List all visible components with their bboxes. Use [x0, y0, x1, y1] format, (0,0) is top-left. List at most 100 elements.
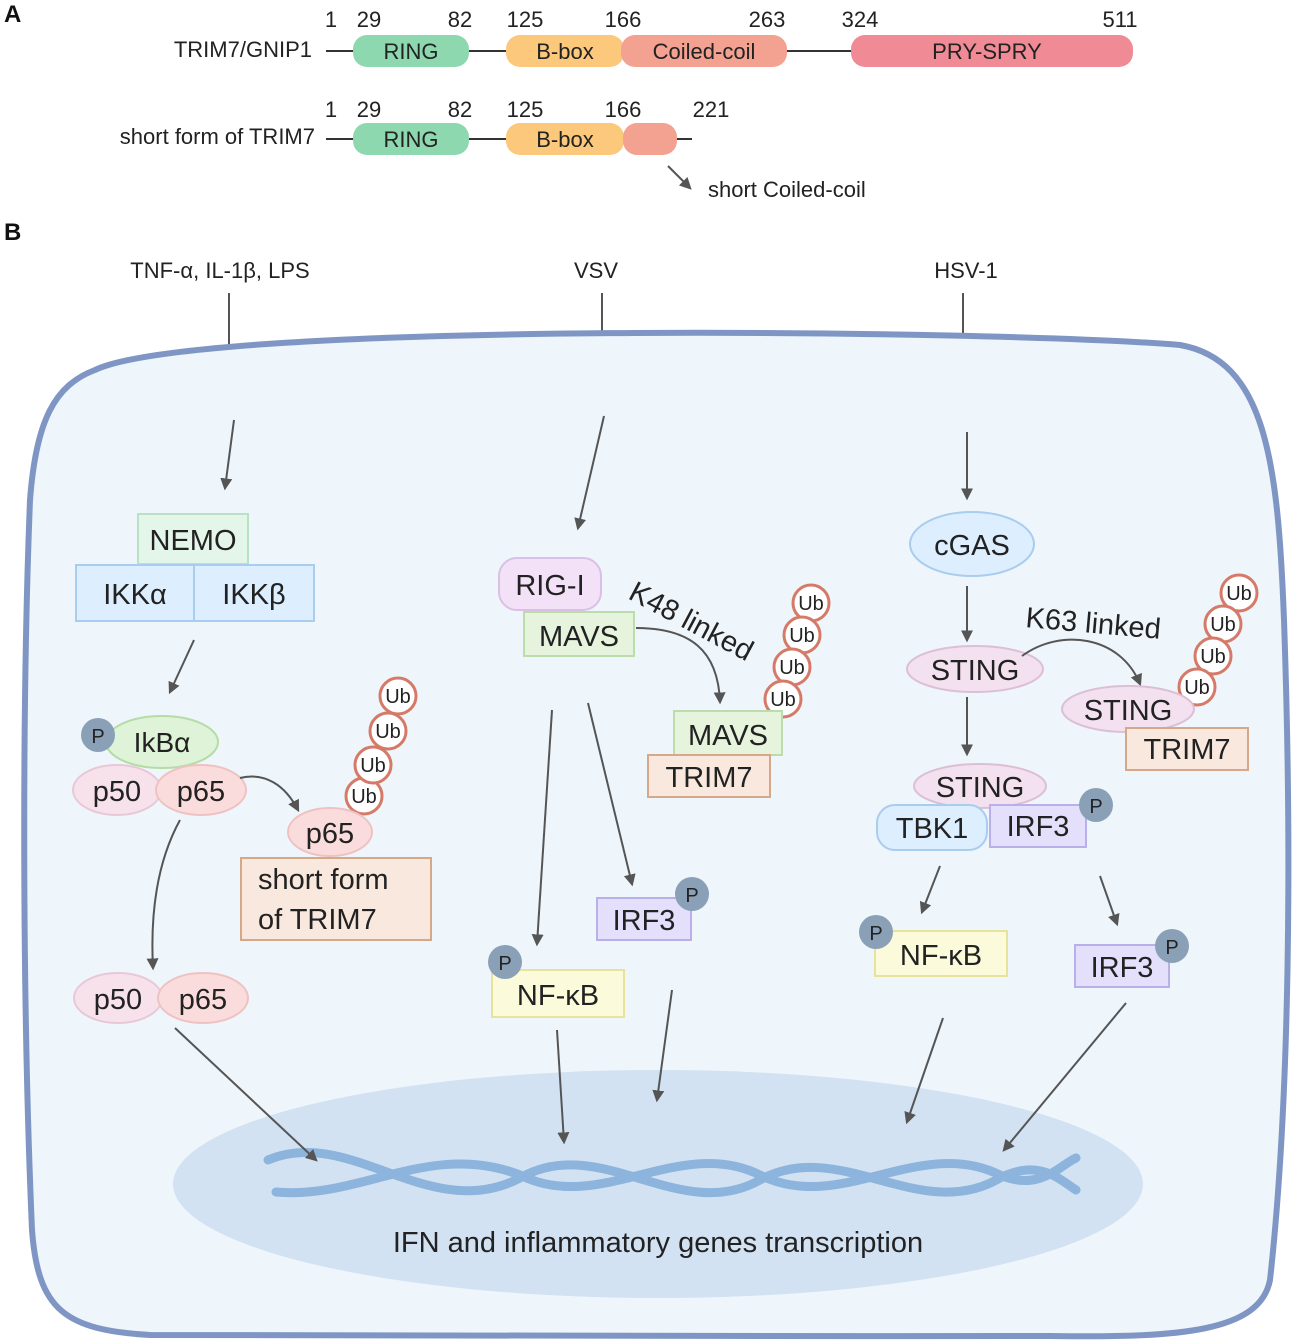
pos-324: 324 [842, 7, 879, 32]
ikkb-box [193, 564, 315, 622]
sting-oval [906, 645, 1044, 693]
trim7-right-box [1125, 727, 1249, 771]
full-protein-name: TRIM7/GNIP1 [174, 37, 312, 62]
nucleus-label: IFN and inflammatory genes transcription [393, 1227, 923, 1259]
irf3-complex-box [989, 804, 1087, 848]
nfkb-mid-phospho [488, 945, 522, 979]
p65-free-label: p65 [179, 984, 227, 1016]
panel-a-label: A [4, 1, 21, 28]
pos-125: 125 [507, 7, 544, 32]
ub-left-4-label: Ub [351, 786, 377, 808]
ub-chain-right-1 [1219, 573, 1259, 613]
ub-right-1-label: Ub [1226, 583, 1252, 605]
cgas-label: cGAS [934, 530, 1010, 562]
cgas-oval [909, 511, 1035, 577]
panel-b: B TNF-α, IL-1β, LPS VSV HSV-1 IFN and in… [4, 219, 1292, 1340]
pry-spry-domain [851, 35, 1133, 67]
cgas-sting-pathway: cGAS STING K63 linked Ub Ub Ub Ub STING … [859, 432, 1259, 1152]
sting-label: STING [931, 655, 1020, 687]
arrow-irf3-right-to-nucleus [1002, 1002, 1127, 1152]
cell-membrane [21, 329, 1292, 1340]
mavs-label: MAVS [539, 621, 619, 653]
arrow-to-irf3-mid [587, 702, 636, 887]
ikba-label: IkBα [134, 727, 191, 758]
short-trim7-box [240, 857, 432, 941]
pos-29: 29 [357, 7, 381, 32]
bbox-domain [506, 35, 624, 67]
nfkb-mid-phospho-label: P [498, 953, 511, 975]
short-pos-166: 166 [605, 97, 642, 122]
ub-right-4-label: Ub [1184, 677, 1210, 699]
trim7-full-length: TRIM7/GNIP1 RING B-box Coiled-coil PRY-S… [174, 7, 1138, 67]
ub-mid-2-label: Ub [789, 625, 815, 647]
ub-right-2-label: Ub [1210, 614, 1236, 636]
mavs-box [523, 611, 635, 657]
pos-166: 166 [605, 7, 642, 32]
short-pos-125: 125 [507, 97, 544, 122]
pos-1: 1 [325, 7, 337, 32]
mavs-target-box [673, 710, 783, 756]
irf3-out-phospho-label: P [1165, 937, 1178, 959]
arrow-dimer-to-nucleus [174, 1027, 318, 1162]
ikba-phospho-label: P [91, 726, 104, 748]
stimulus-vsv: VSV [574, 258, 618, 283]
short-pos-1: 1 [325, 97, 337, 122]
short-ring-label: RING [384, 127, 439, 152]
nfkb-right-label: NF-κB [900, 940, 982, 972]
pos-511: 511 [1102, 7, 1137, 32]
arrow-to-irf3-right [1099, 875, 1120, 927]
p65-oval [155, 764, 247, 816]
short-pos-221: 221 [693, 97, 730, 122]
panel-b-label: B [4, 219, 21, 246]
nemo-label: NEMO [150, 525, 237, 557]
ub-chain-left-2 [368, 711, 408, 751]
ring-domain [353, 35, 469, 67]
p65-target-oval [287, 807, 373, 857]
ub-mid-4-label: Ub [770, 689, 796, 711]
ub-mid-1-label: Ub [798, 593, 824, 615]
ikka-label: IKKα [103, 579, 167, 611]
irf3-out-box [1074, 944, 1170, 988]
short-cc-pointer [667, 165, 692, 190]
short-bbox-domain [506, 123, 624, 155]
ring-label: RING [384, 39, 439, 64]
short-pos-82: 82 [448, 97, 472, 122]
short-bbox-label: B-box [536, 127, 593, 152]
irf3-out-label: IRF3 [1091, 952, 1154, 984]
arrow-to-ikba [168, 639, 195, 695]
ub-mid-3-label: Ub [779, 657, 805, 679]
irf3-mid-box [596, 897, 692, 941]
nfkb-right-box [874, 930, 1008, 977]
ikka-box [75, 564, 195, 622]
trim7-short-form: short form of TRIM7 RING B-box 1 29 82 1… [120, 97, 866, 202]
nfkb-pathway: NEMO IKKα IKKβ IkBα P p50 p65 Ub Ub Ub U… [72, 419, 432, 1162]
ub-chain-left-1 [378, 676, 418, 716]
arrow-to-nfkb-right [919, 865, 941, 915]
mavs-target-label: MAVS [688, 720, 768, 752]
short-trim7-line2: of TRIM7 [258, 904, 377, 936]
irf3-mid-phospho [675, 877, 709, 911]
nfkb-right-phospho-label: P [869, 923, 882, 945]
nfkb-right-phospho [859, 915, 893, 949]
short-trim7-line1: short form [258, 864, 389, 896]
short-protein-name: short form of TRIM7 [120, 124, 315, 149]
p50-free-label: p50 [94, 984, 142, 1016]
arrow-to-free-dimer [146, 819, 181, 971]
arrow-nfkb-mid-to-nucleus [556, 1029, 570, 1145]
arrow-to-nfkb-mid [531, 709, 553, 947]
irf3-complex-label: IRF3 [1007, 811, 1070, 843]
irf3-mid-phospho-label: P [685, 885, 698, 907]
dna-strand-2 [271, 1153, 1081, 1198]
irf3-mid-label: IRF3 [613, 905, 676, 937]
panel-a: A TRIM7/GNIP1 RING B-box Coiled-coil PRY… [4, 1, 1138, 202]
stimulus-hsv1: HSV-1 [934, 258, 998, 283]
rigi-box [498, 557, 602, 611]
short-pos-29: 29 [357, 97, 381, 122]
ikba-phospho [81, 718, 115, 752]
arrow-to-nemo [220, 419, 235, 491]
arrow-p65-to-trim7 [239, 775, 300, 813]
pry-spry-label: PRY-SPRY [932, 39, 1042, 64]
short-cc-note: short Coiled-coil [708, 177, 866, 202]
ub-left-3-label: Ub [360, 755, 386, 777]
